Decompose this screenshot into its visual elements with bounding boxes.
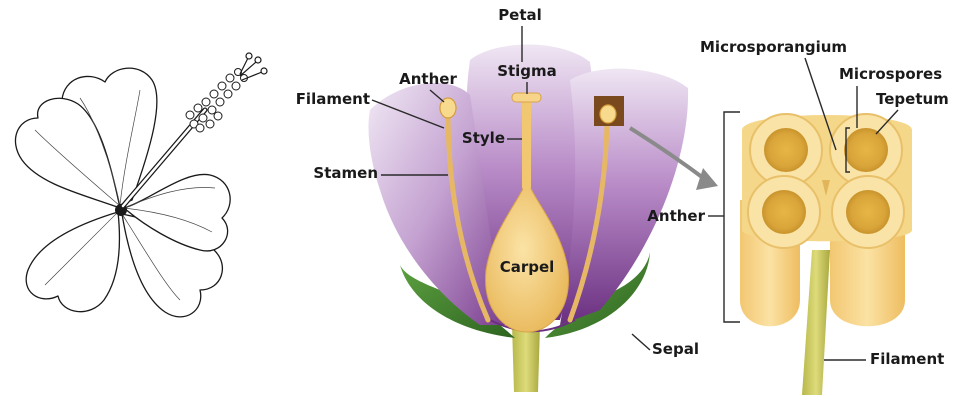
pollen-sac-bottom-left [748,176,820,248]
label-sepal: Sepal [652,340,699,358]
hibiscus-sketch [15,53,267,317]
label-style: Style [462,129,505,147]
hibiscus-petal-lower-left [26,212,119,312]
label-stigma: Stigma [497,62,557,80]
label-filament-section: Filament [870,350,944,368]
label-anther: Anther [399,70,457,88]
style-tube [522,100,531,190]
label-carpel: Carpel [500,258,555,276]
hibiscus-anther-cluster [186,69,248,133]
label-petal: Petal [498,6,542,24]
anther-section-filament [802,250,830,395]
label-filament: Filament [296,90,370,108]
label-anther-section: Anther [647,207,705,225]
flower-section: Petal Stigma Anther Filament Style Stame… [296,6,718,392]
stigma-head [512,93,541,102]
anther-bracket [724,112,740,322]
pollen-sac-bottom-right [832,176,904,248]
anther-right [600,105,616,123]
label-microsporangium: Microsporangium [700,38,847,56]
label-stamen: Stamen [313,164,378,182]
label-microspores: Microspores [839,65,942,83]
label-tepetum: Tepetum [876,90,949,108]
flower-stem [512,325,540,392]
